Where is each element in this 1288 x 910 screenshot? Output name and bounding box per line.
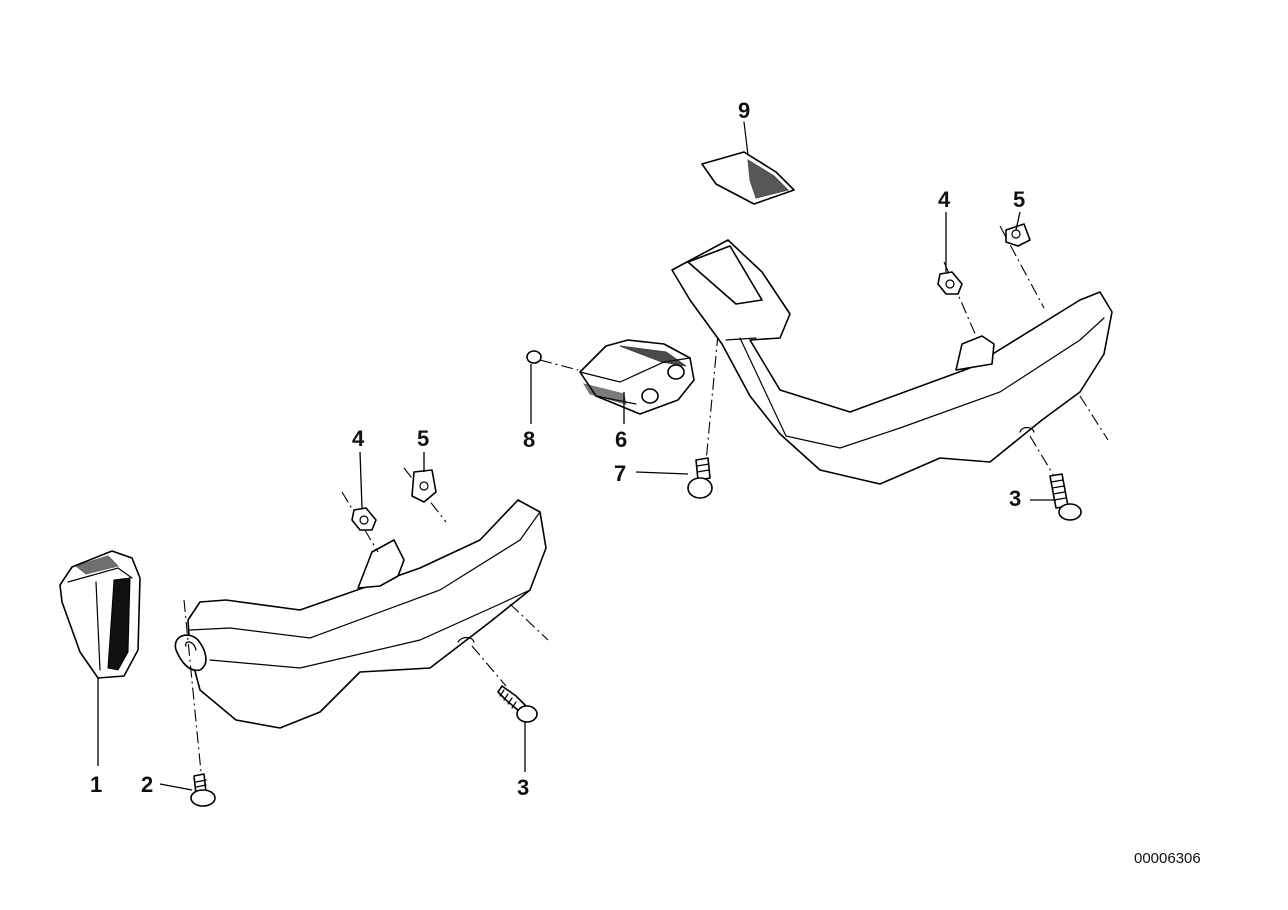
part-1-lens [59, 550, 141, 679]
part-3-screw-right [1029, 395, 1109, 521]
right-guard-body [671, 239, 1113, 485]
leader-lines [97, 211, 1056, 791]
callout-9: 9 [738, 98, 750, 123]
callout-7: 7 [614, 461, 626, 486]
callout-3-left: 3 [517, 775, 529, 800]
callout-5-left: 5 [417, 426, 429, 451]
part-4-nut-right [937, 261, 977, 337]
callout-1: 1 [90, 772, 102, 797]
part-9-lens [701, 121, 795, 205]
part-5-clip-left [403, 467, 447, 523]
part-5-clip-right [999, 223, 1045, 309]
part-2-screw [183, 599, 216, 807]
callout-8: 8 [523, 427, 535, 452]
callout-5-right: 5 [1013, 187, 1025, 212]
diagram-reference-number: 00006306 [1134, 850, 1201, 867]
part-6-bracket [579, 339, 695, 415]
callout-6: 6 [615, 427, 627, 452]
left-guard-body [174, 499, 547, 729]
part-7-screw [687, 333, 719, 499]
callout-4-left: 4 [352, 426, 365, 451]
part-3-screw-left [471, 603, 549, 723]
part-4-nut-left [341, 491, 379, 553]
part-8-screw [526, 350, 579, 371]
callout-3-right: 3 [1009, 486, 1021, 511]
callout-4-right: 4 [938, 187, 951, 212]
callout-2: 2 [141, 772, 153, 797]
